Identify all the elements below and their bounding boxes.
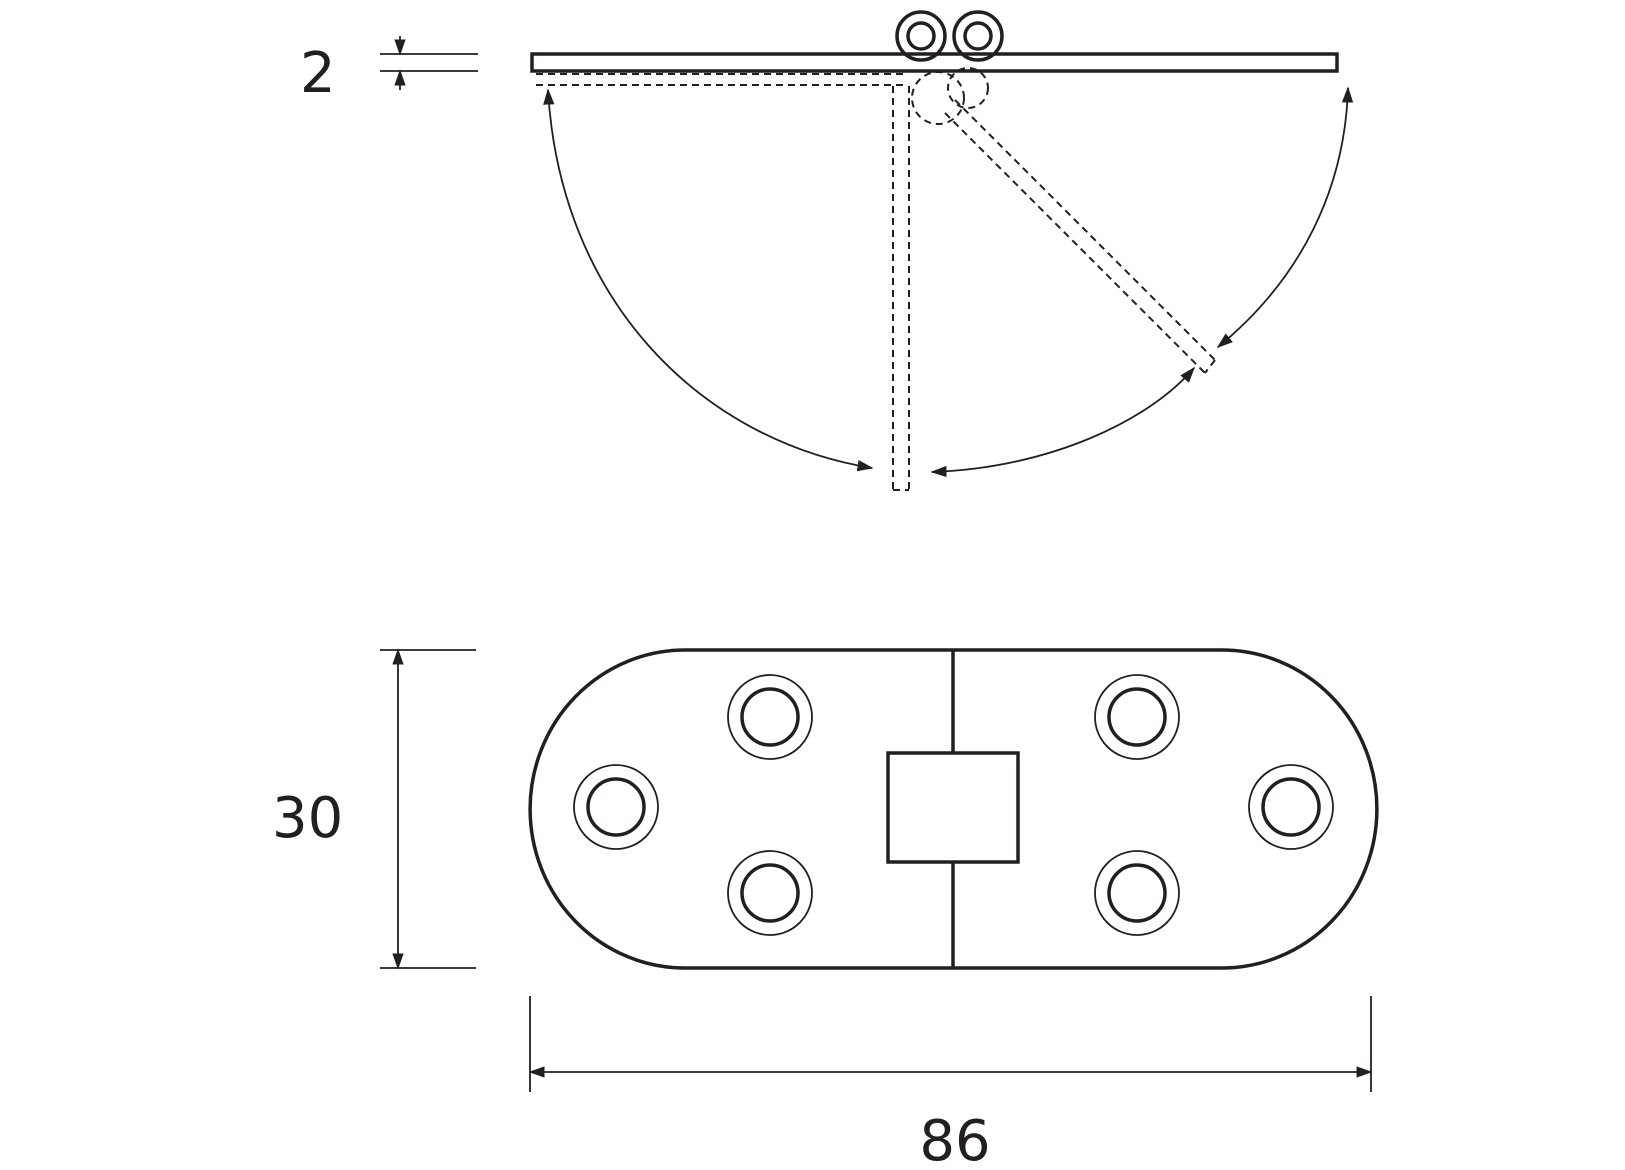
- leaf-diagonal-dashed-bottom: [944, 112, 1206, 374]
- top-view: 30: [272, 648, 1379, 1170]
- knuckle-right-outer: [952, 10, 1004, 62]
- screw-hole: [727, 850, 813, 936]
- length-dimension: 86: [528, 996, 1373, 1170]
- length-label: 86: [919, 1109, 990, 1170]
- hinge-knuckles: [895, 10, 1004, 62]
- leaf-diagonal-dashed-end: [1204, 359, 1216, 374]
- side-view: 2: [300, 10, 1354, 491]
- knuckle-left-outer: [895, 10, 947, 62]
- screw-hole: [1094, 674, 1180, 760]
- screw-holes: [573, 674, 1334, 936]
- knuckle-right-pin: [963, 21, 993, 51]
- folded-positions: [536, 67, 1216, 491]
- screw-hole: [727, 674, 813, 760]
- screw-hole: [1248, 764, 1334, 850]
- swing-arc-left: [543, 88, 874, 472]
- swing-arc-right: [1216, 86, 1354, 349]
- knuckle-left-pin: [906, 21, 936, 51]
- hinge-plate-outline: [528, 648, 1379, 970]
- knuckle-dashed-2: [947, 67, 989, 109]
- width-dimension: 30: [272, 648, 476, 970]
- leaf-diagonal-dashed-top: [954, 99, 1216, 361]
- swing-arc-bottom: [930, 366, 1196, 478]
- knuckle-dashed-1: [911, 71, 965, 125]
- hinge-knuckle-block: [886, 751, 1020, 864]
- width-label: 30: [272, 786, 343, 851]
- screw-hole: [573, 764, 659, 850]
- thickness-label: 2: [300, 41, 336, 106]
- thickness-dimension: 2: [300, 36, 478, 106]
- screw-hole: [1094, 850, 1180, 936]
- swing-arcs: [543, 86, 1354, 478]
